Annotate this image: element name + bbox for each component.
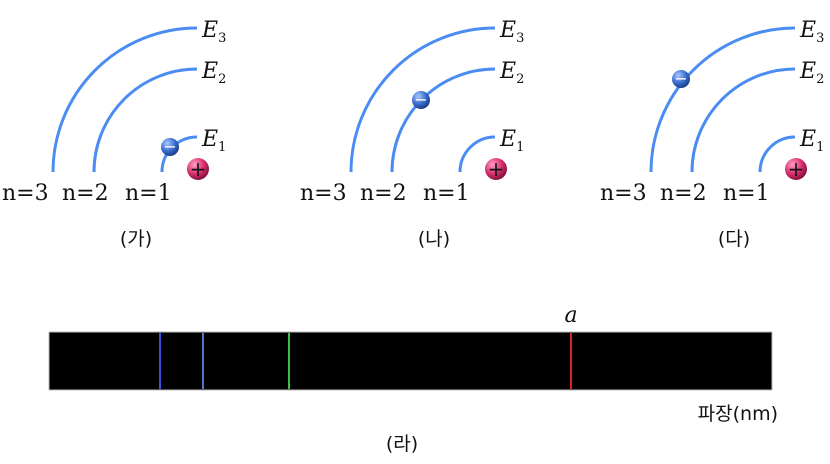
wavelength-axis-label: 파장(nm) (698, 403, 778, 425)
svg-text:−: − (414, 90, 427, 109)
proton: + (785, 157, 807, 181)
panel-caption: (다) (718, 228, 750, 250)
energy-label: E1 (799, 127, 824, 155)
level-label: n=2 (660, 181, 707, 206)
level-label: n=1 (723, 181, 770, 206)
orbit-arc (758, 135, 796, 173)
level-label: n=2 (360, 181, 407, 206)
emission-spectrum: a 파장(nm) (라) (48, 303, 778, 455)
level-label: n=2 (62, 181, 109, 206)
energy-label: E1 (499, 127, 524, 155)
energy-label: E2 (799, 59, 824, 87)
level-label: n=3 (300, 181, 347, 206)
energy-label: E3 (201, 18, 226, 46)
energy-label: E2 (201, 59, 226, 87)
level-label: n=1 (125, 181, 172, 206)
svg-text:+: + (190, 157, 207, 181)
proton: + (187, 157, 209, 181)
energy-label: E3 (799, 18, 824, 46)
orbit-arc (51, 26, 198, 173)
svg-text:−: − (163, 137, 176, 156)
svg-text:+: + (488, 157, 505, 181)
panel-caption: (가) (120, 228, 152, 250)
level-label: n=3 (2, 181, 49, 206)
electron: − (672, 69, 690, 88)
electron: − (161, 137, 179, 156)
orbit-arc (390, 67, 496, 173)
spectrum-bar (48, 331, 773, 391)
svg-text:−: − (674, 69, 687, 88)
orbit-arc (349, 26, 496, 173)
electron: − (412, 90, 430, 109)
orbit-arc (92, 67, 198, 173)
orbit-arc (690, 67, 796, 173)
energy-label: E2 (499, 59, 524, 87)
caption-ra: (라) (386, 433, 418, 455)
line-a-label: a (564, 303, 577, 328)
panel-caption: (나) (418, 228, 450, 250)
orbit-arc (649, 26, 796, 173)
level-label: n=3 (600, 181, 647, 206)
energy-label: E3 (499, 18, 524, 46)
proton: + (485, 157, 507, 181)
orbit-arc (458, 135, 496, 173)
energy-label: E1 (201, 127, 226, 155)
svg-text:+: + (788, 157, 805, 181)
level-label: n=1 (423, 181, 470, 206)
